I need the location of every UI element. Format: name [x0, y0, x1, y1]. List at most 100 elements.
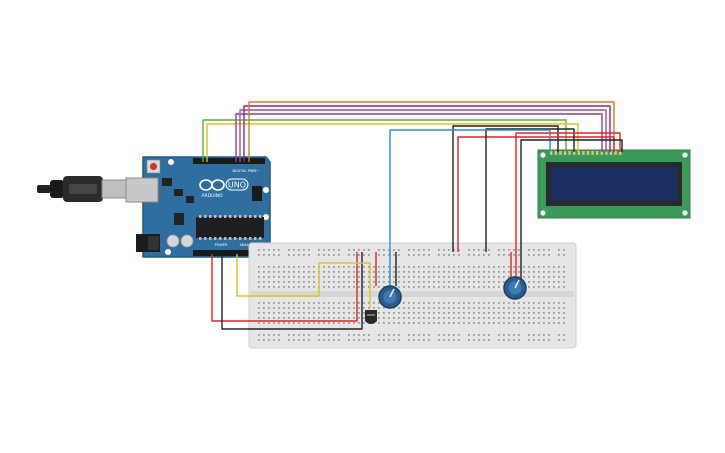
- breadboard-hole: [523, 317, 525, 319]
- breadboard-hole: [433, 312, 435, 314]
- breadboard-hole: [513, 254, 515, 256]
- breadboard-hole: [333, 254, 335, 256]
- breadboard-hole: [428, 276, 430, 278]
- breadboard-hole: [548, 271, 550, 273]
- breadboard-hole: [368, 266, 370, 268]
- wire-blue: [389, 129, 551, 288]
- breadboard-hole: [313, 266, 315, 268]
- breadboard-hole: [558, 334, 560, 336]
- breadboard-hole: [463, 312, 465, 314]
- breadboard-hole: [308, 249, 310, 251]
- breadboard-hole: [368, 334, 370, 336]
- breadboard-hole: [533, 281, 535, 283]
- usb-cable-strain: [50, 180, 64, 198]
- breadboard-hole: [318, 302, 320, 304]
- power-analog-header: [193, 250, 265, 256]
- breadboard-hole: [353, 322, 355, 324]
- breadboard-hole: [293, 281, 295, 283]
- breadboard-hole: [398, 317, 400, 319]
- breadboard-hole: [398, 312, 400, 314]
- lcd-pin: [582, 151, 585, 155]
- breadboard-hole: [273, 302, 275, 304]
- wire-black-3: [520, 139, 623, 282]
- breadboard-hole: [278, 266, 280, 268]
- breadboard-hole: [308, 317, 310, 319]
- wire-green: [202, 119, 567, 162]
- breadboard-hole: [438, 249, 440, 251]
- breadboard-hole: [353, 254, 355, 256]
- breadboard-hole: [388, 249, 390, 251]
- breadboard-hole: [333, 307, 335, 309]
- usb-port: [125, 177, 159, 203]
- breadboard-hole: [393, 276, 395, 278]
- breadboard-hole: [348, 334, 350, 336]
- breadboard-hole: [298, 317, 300, 319]
- breadboard-hole: [443, 302, 445, 304]
- breadboard-hole: [388, 339, 390, 341]
- usb-cable[interactable]: [37, 176, 129, 202]
- breadboard-hole: [323, 334, 325, 336]
- breadboard-hole: [538, 276, 540, 278]
- breadboard-hole: [278, 286, 280, 288]
- breadboard-hole: [393, 281, 395, 283]
- breadboard-hole: [483, 271, 485, 273]
- breadboard-hole: [338, 271, 340, 273]
- wire-yellow-2: [236, 254, 371, 308]
- breadboard-hole: [538, 307, 540, 309]
- breadboard-hole: [308, 307, 310, 309]
- breadboard-hole: [503, 339, 505, 341]
- breadboard-hole: [528, 302, 530, 304]
- breadboard-hole: [398, 254, 400, 256]
- breadboard-hole: [543, 339, 545, 341]
- breadboard-hole: [448, 254, 450, 256]
- potentiometer-2[interactable]: [503, 276, 527, 300]
- breadboard-hole: [363, 276, 365, 278]
- breadboard-hole: [408, 271, 410, 273]
- breadboard-hole: [348, 307, 350, 309]
- breadboard-hole: [503, 334, 505, 336]
- breadboard-hole: [338, 322, 340, 324]
- breadboard-hole: [433, 281, 435, 283]
- breadboard-hole: [258, 302, 260, 304]
- breadboard-hole: [393, 249, 395, 251]
- breadboard-hole: [488, 286, 490, 288]
- arduino-logo-icon: [199, 179, 225, 191]
- breadboard-hole: [303, 322, 305, 324]
- breadboard-hole: [483, 307, 485, 309]
- breadboard-hole: [518, 266, 520, 268]
- arduino-uno[interactable]: UNO ARDUINO DIGITAL PWM~ POWER ANALOG IN: [125, 156, 271, 258]
- breadboard-hole: [448, 312, 450, 314]
- breadboard-hole: [483, 281, 485, 283]
- breadboard-hole: [543, 276, 545, 278]
- breadboard-hole: [418, 271, 420, 273]
- breadboard-hole: [418, 317, 420, 319]
- breadboard-hole: [538, 281, 540, 283]
- breadboard-hole: [328, 286, 330, 288]
- breadboard-hole: [413, 302, 415, 304]
- breadboard-hole: [363, 302, 365, 304]
- breadboard[interactable]: [248, 242, 577, 349]
- breadboard-hole: [263, 317, 265, 319]
- breadboard-hole: [488, 302, 490, 304]
- breadboard-hole: [513, 302, 515, 304]
- breadboard-hole: [453, 286, 455, 288]
- breadboard-hole: [448, 317, 450, 319]
- breadboard-hole: [473, 286, 475, 288]
- breadboard-hole: [518, 249, 520, 251]
- breadboard-hole: [363, 286, 365, 288]
- lcd-16x2[interactable]: [537, 149, 691, 219]
- breadboard-hole: [363, 271, 365, 273]
- potentiometer-1[interactable]: [378, 285, 402, 309]
- breadboard-hole: [488, 281, 490, 283]
- wire-red: [457, 136, 615, 252]
- breadboard-hole: [338, 307, 340, 309]
- breadboard-hole: [428, 281, 430, 283]
- breadboard-hole: [453, 266, 455, 268]
- breadboard-hole: [298, 281, 300, 283]
- breadboard-hole: [413, 276, 415, 278]
- breadboard-hole: [373, 276, 375, 278]
- breadboard-hole: [428, 334, 430, 336]
- breadboard-hole: [533, 249, 535, 251]
- temperature-sensor[interactable]: [365, 310, 377, 324]
- breadboard-hole: [348, 281, 350, 283]
